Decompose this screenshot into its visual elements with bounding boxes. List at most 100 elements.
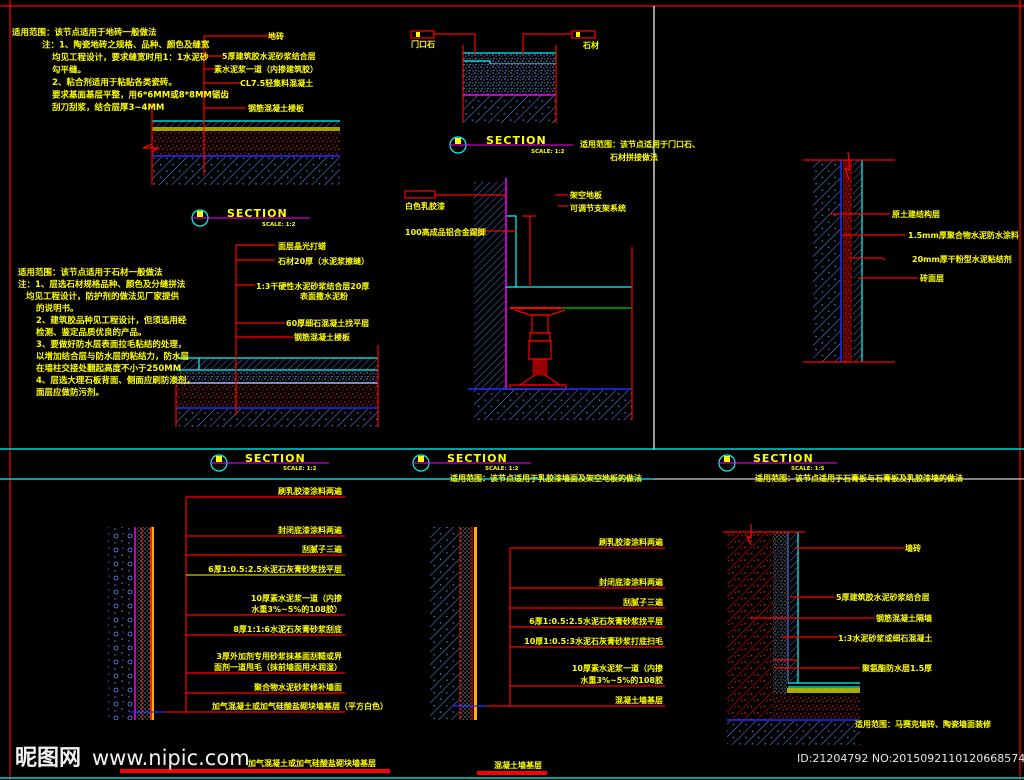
detail-wall-tile: 墙砖 5厚建筑胶水泥砂浆结合层 钢筋混凝土隔墙 1:3水泥砂浆或细石混凝土 聚氨… [723, 524, 992, 745]
section-title: SECTION [753, 452, 814, 465]
layer-label: 10厚素水泥浆一道（内掺 [251, 593, 342, 603]
layer-label: 20mm厚干粉型水泥粘结剂 [912, 254, 1012, 264]
detail-floor-tile: 适用范围：该节点适用于地砖一般做法注：1、陶瓷地砖之规格、品种、颜色及缝宽均见工… [12, 27, 340, 185]
caption-line: 适用范围：该节点适用于乳胶漆墙面及架空地板的做法 [450, 473, 642, 483]
layer-label: 6厚1:0.5:2.5水泥石灰膏砂浆找平层 [208, 564, 342, 574]
layer-label: 刷乳胶漆涂料两遍 [598, 537, 664, 547]
note-line: 勾平缝。 [52, 65, 86, 76]
layer-label: 封闭底漆涂料两遍 [599, 577, 664, 587]
adjustable-pedestal [509, 215, 567, 391]
detail-wall-waterproof: 原土建结构层 1.5mm厚聚合物水泥防水涂料 20mm厚干粉型水泥粘结剂 砖面层… [755, 151, 1019, 483]
caption-line: 适用范围：该节点适用于门口石、 [580, 139, 700, 149]
image-id-text: ID:21204792 NO:20150921101206685748 [797, 752, 1024, 765]
layer-label: 砖面层 [920, 273, 944, 283]
layer-label: 刮腻子三遍 [623, 597, 664, 607]
layer-label: 面剂一道甩毛（抹前墙面用水润湿） [214, 662, 342, 672]
layer-label: 钢筋混凝土楼板 [294, 332, 351, 342]
layer-label: 钢筋混凝土隔墙 [876, 613, 932, 623]
detail-concrete-wall: 刷乳胶漆涂料两遍 封闭底漆涂料两遍 刮腻子三遍 6厚1:0.5:2.5水泥石灰膏… [430, 527, 665, 775]
layer-label: 原土建结构层 [892, 209, 940, 219]
detail-caption: 混凝土墙基层 [494, 760, 542, 770]
caption-line: 适用范围：该节点适用于石膏板与石膏板及乳胶漆墙的做法 [755, 473, 963, 483]
layer-label: 8厚1:1:6水泥石灰膏砂浆刮底 [233, 624, 342, 634]
layer-label: 3厚外加剂专用砂浆抹基面刮糙或界 [216, 651, 343, 661]
callout-label: 100高成品铝合金踢脚 [405, 227, 486, 237]
layer-label: 10厚1:0.5:3水泥石灰膏砂浆打底扫毛 [524, 636, 663, 646]
layer-label: 钢筋混凝土楼板 [248, 103, 305, 113]
detail-threshold-stone: 门口石 石材 适用范围：该节点适用于门口石、 石材拼接做法 [410, 30, 700, 162]
section-title: SECTION [245, 452, 306, 465]
caption-line: 石材拼接做法 [609, 152, 658, 162]
section-title: SECTION [227, 207, 288, 220]
note-line: 适用范围：该节点适用于地砖一般做法 [12, 27, 157, 38]
section-scale: SCALE: 1:2 [485, 466, 519, 472]
section-marker: SECTION SCALE: 1:2 [191, 207, 310, 228]
section-title: SECTION [447, 452, 508, 465]
layer-label: 加气混凝土或加气硅酸盐砌块墙基层（平方白色） [211, 701, 388, 711]
layer-label: 面层晶光打蜡 [278, 241, 326, 251]
callout-label: 白色乳胶漆 [405, 201, 445, 211]
note-line: 注：1、层选石材规格品种、颜色及分缝拼法 [18, 279, 186, 290]
watermark: 昵图网 www.nipic.com ID:21204792 NO:2015092… [15, 746, 1024, 771]
layer-label: 1:3干硬性水泥砂浆结合层20厚 [256, 281, 369, 291]
layer-label: 聚合物水泥砂浆修补墙面 [253, 682, 342, 692]
note-line: 要求基面基层平整，用6*6MM或8*8MM锯齿 [52, 90, 229, 101]
note-line: 4、层选大理石板背面、侧面应刷防渗剂， [36, 375, 195, 386]
callout-label: 石材 [582, 40, 599, 50]
note-line: 检测、鉴定品质优良的产品。 [36, 327, 147, 338]
callout-label: 门口石 [411, 39, 435, 49]
section-scale: SCALE: 1:2 [531, 149, 565, 155]
layer-label: CL7.5轻集料混凝土 [240, 78, 313, 88]
layer-label: 地砖 [268, 31, 284, 41]
note-line: 适用范围：该节点适用于石材一般做法 [18, 267, 163, 278]
note-line: 2、粘合剂适用于粘贴各类瓷砖。 [52, 77, 177, 88]
layer-label: 石材20厚（水泥浆擦缝） [277, 256, 369, 266]
layer-label: 10厚素水泥浆一道（内掺 [572, 663, 663, 673]
layer-label: 封闭底漆涂料两遍 [278, 525, 343, 535]
layer-label: 1:3水泥砂浆或细石混凝土 [838, 633, 932, 643]
callout-label: 架空地板 [569, 190, 603, 200]
callout-label: 可调节支架系统 [570, 203, 626, 213]
layer-label: 聚氨酯防水层1.5厚 [861, 663, 932, 673]
layer-label: 60厚细石混凝土找平层 [286, 318, 369, 328]
detail-block-wall: 刷乳胶漆涂料两遍 封闭底漆涂料两遍 刮腻子三遍 6厚1:0.5:2.5水泥石灰膏… [108, 486, 390, 773]
layer-label: 5厚建筑胶水泥砂浆结合层 [222, 51, 316, 61]
layer-label: 1.5mm厚聚合物水泥防水涂料 [908, 230, 1019, 240]
watermark-url: www.nipic.com [92, 746, 250, 770]
layer-label: 表面撒水泥粉 [299, 291, 348, 301]
note-line: 均见工程设计，防护剂的做法见厂家提供 [26, 291, 180, 302]
note-line: 注：1、陶瓷地砖之规格、品种、颜色及缝宽 [42, 40, 210, 51]
watermark-logo: 昵图网 [15, 746, 81, 771]
layer-label: 墙砖 [905, 543, 921, 553]
layer-label: 素水泥浆一道（内掺建筑胶） [214, 64, 318, 74]
layer-label: 刷乳胶漆涂料两遍 [277, 486, 343, 496]
note-line: 2、建筑胶品种见工程设计，但须选用经 [36, 315, 187, 326]
layer-label: 混凝土墙基层 [615, 695, 663, 705]
note-line: 的说明书。 [36, 303, 79, 314]
detail-caption: 加气混凝土或加气硅酸盐砌块墙基层 [247, 758, 376, 768]
note-line: 以增加结合层与防水层的粘结力，防水层 [36, 351, 190, 362]
layer-label: 水重3%~5%的108胶 [579, 675, 663, 685]
section-scale: SCALE: 1:2 [283, 466, 317, 472]
section-scale: SCALE: 1:2 [262, 222, 296, 228]
note-line: 面层应做防污剂。 [36, 387, 104, 398]
section-marker: SECTION SCALE: 1:2 [449, 134, 573, 155]
layer-label: 6厚1:0.5:2.5水泥石灰膏砂浆找平层 [529, 616, 663, 626]
detail-caption: 适用范围：马赛克墙砖、陶瓷墙面装修 [855, 719, 992, 729]
layer-label: 刮腻子三遍 [302, 544, 343, 554]
note-line: 3、要做好防水层表面拉毛粘结的处理， [36, 339, 186, 350]
detail-raised-floor: 白色乳胶漆 100高成品铝合金踢脚 架空地板 可调节支架系统 适用范围：该节点适… [404, 178, 642, 483]
section-title: SECTION [486, 134, 547, 147]
detail-stone-floor: 适用范围：该节点适用于石材一般做法注：1、层选石材规格品种、颜色及分缝拼法均见工… [18, 241, 379, 427]
section-scale: SCALE: 1:5 [791, 466, 825, 472]
note-line: 刮刀刮浆，结合层厚3~4MM [52, 102, 164, 113]
note-line: 均见工程设计，要求缝宽时用1：1水泥砂 [52, 52, 209, 63]
note-line: 在墙柱交接处翻起高度不小于250MM [36, 363, 181, 374]
layer-label: 水重3%~5%的108胶） [250, 604, 342, 614]
